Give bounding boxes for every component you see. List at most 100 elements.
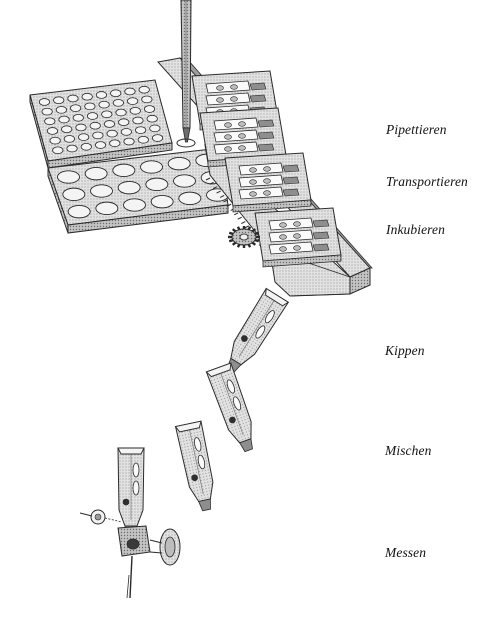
gear-tooth	[254, 238, 260, 243]
gear-tooth	[228, 231, 234, 236]
well	[41, 107, 53, 116]
well	[84, 167, 108, 181]
carrier	[254, 207, 342, 268]
cuvette-window	[132, 480, 140, 496]
pipette-needle	[176, 0, 196, 148]
rack-tooth	[216, 190, 221, 194]
label-transportieren: Transportieren	[386, 174, 468, 189]
well	[86, 112, 99, 120]
well	[117, 181, 141, 195]
rack-tooth	[209, 181, 214, 185]
well	[132, 116, 144, 125]
cuvette-slot	[268, 217, 314, 231]
well	[38, 98, 51, 106]
well	[61, 125, 73, 134]
microtiter-plate-small	[29, 79, 173, 169]
label-inkubieren: Inkubieren	[386, 222, 445, 237]
well	[173, 174, 196, 188]
mixing-ball	[241, 335, 248, 342]
cuvette-carriers	[191, 70, 342, 268]
measuring-station	[79, 447, 181, 599]
well	[146, 114, 158, 123]
cuvette-slot	[205, 92, 251, 106]
well	[44, 117, 56, 126]
rack-tooth	[212, 186, 218, 190]
rack-tooth	[241, 221, 246, 224]
small-wells	[38, 85, 164, 155]
gear-tooth	[251, 228, 257, 233]
rack-tooth	[205, 177, 211, 181]
cuvette-window	[255, 325, 266, 339]
label-pipettieren: Pipettieren	[386, 122, 447, 137]
cuvette-window	[232, 396, 242, 411]
well	[67, 205, 91, 219]
cuvette-window	[194, 437, 202, 452]
rack-tooth	[226, 203, 232, 207]
well	[123, 137, 135, 146]
gear-tooth	[231, 241, 237, 246]
well	[95, 201, 119, 215]
well	[101, 110, 113, 119]
well	[72, 113, 84, 122]
cuvette-slot	[205, 80, 251, 94]
gear-tooth	[228, 238, 234, 243]
well	[143, 105, 156, 113]
mixing-ball	[229, 416, 236, 424]
well	[66, 144, 78, 153]
well	[70, 104, 82, 112]
cuvette-slot	[238, 186, 284, 200]
well	[145, 177, 169, 191]
rack-tooth	[223, 199, 228, 203]
well	[84, 102, 96, 111]
cuvette-slot	[238, 162, 284, 176]
rack-tooth	[237, 216, 242, 220]
well	[81, 92, 93, 101]
well	[178, 191, 202, 205]
cuvette-mixing-second	[174, 420, 214, 512]
well	[135, 126, 147, 134]
cuvette-slot	[268, 229, 314, 243]
cuvette-window	[264, 310, 275, 324]
well	[94, 141, 107, 149]
well	[67, 94, 79, 103]
well	[149, 124, 161, 133]
well	[103, 120, 116, 128]
well	[110, 89, 122, 98]
rack-tooth	[234, 212, 239, 216]
cuvette-slot	[268, 241, 314, 255]
well	[127, 97, 139, 105]
well	[49, 136, 61, 145]
cuvette-slot	[238, 174, 284, 188]
cuvette-window	[226, 379, 235, 394]
cuvette-slot	[213, 117, 259, 131]
well	[120, 128, 132, 136]
well	[90, 184, 113, 198]
well	[62, 187, 86, 201]
label-messen: Messen	[385, 545, 427, 560]
well	[53, 96, 65, 105]
large-well-plate	[47, 147, 229, 234]
cuvette-slot	[213, 129, 259, 143]
well	[89, 121, 101, 130]
mixing-ball	[191, 474, 198, 482]
well	[92, 131, 104, 140]
well	[80, 142, 92, 151]
well	[109, 139, 121, 148]
gear-tooth	[231, 228, 237, 233]
cuvette-slot	[213, 141, 259, 155]
well	[58, 115, 70, 124]
gear-wheel-icon	[228, 226, 260, 248]
well	[78, 133, 90, 141]
well	[55, 106, 67, 114]
well	[95, 91, 108, 99]
gear-tooth	[251, 241, 257, 246]
gear-tooth	[254, 231, 260, 236]
cuvette-window	[197, 454, 206, 470]
cuvette-window	[132, 462, 140, 478]
carrier	[224, 152, 312, 213]
well	[106, 129, 118, 138]
well	[75, 123, 87, 132]
label-mischen: Mischen	[385, 443, 432, 458]
well	[124, 87, 136, 96]
